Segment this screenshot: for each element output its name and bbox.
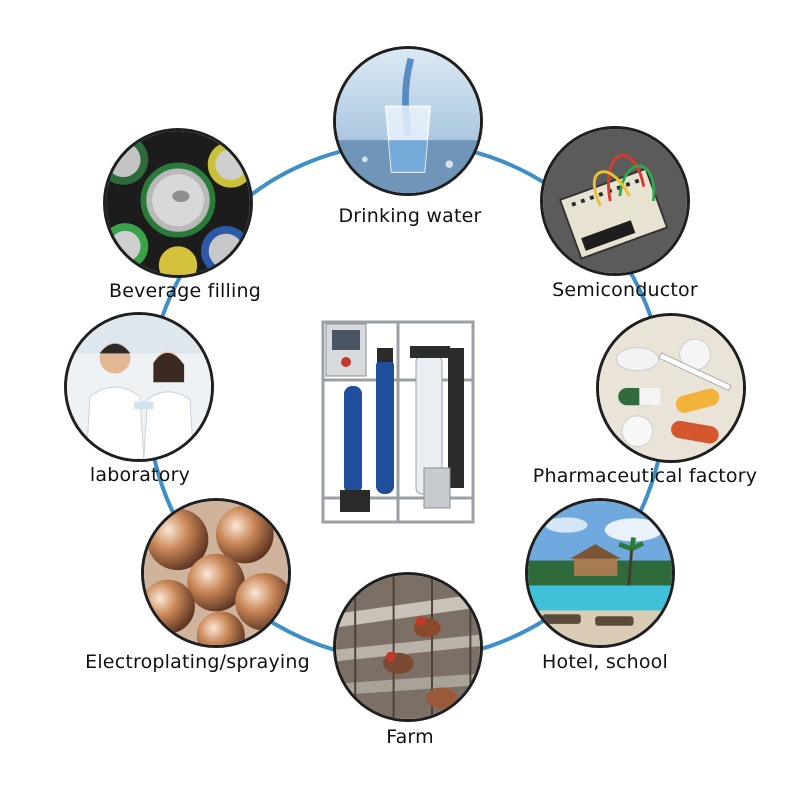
ro-water-treatment-machine [320,318,480,528]
lab-scientists-image [64,312,214,462]
laboratory-label: laboratory [89,464,191,486]
hotel-pool-image [525,498,675,648]
semiconductor-label: Semiconductor [552,279,698,301]
hotel-school-label: Hotel, school [542,651,668,673]
copper-spheres-image [141,498,291,648]
drinking-water-image [333,46,483,196]
electroplating-spraying-label: Electroplating/spraying [85,651,310,673]
chicken-farm-image [333,572,483,722]
beverage-cans-image [103,128,253,278]
beverage-filling-label: Beverage filling [108,280,261,302]
circuit-board-image [540,126,690,276]
pharmaceutical-factory-label: Pharmaceutical factory [532,465,758,487]
pills-image [596,313,746,463]
farm-label: Farm [386,726,434,748]
drinking-water-label: Drinking water [338,205,482,227]
